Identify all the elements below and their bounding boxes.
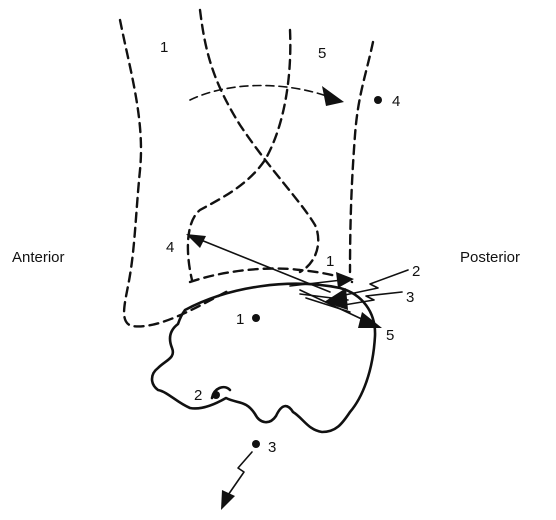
posterior-label: Posterior (460, 249, 520, 266)
label-arrow-4: 4 (166, 239, 174, 256)
label-fibula-5: 5 (318, 45, 326, 62)
label-point-2: 2 (194, 387, 202, 404)
zigzag-arrow-down (226, 452, 252, 498)
talus-dome-dashed (190, 269, 352, 283)
rotation-arrow-head (322, 86, 344, 106)
fibula-outline-crossing-dashed (188, 30, 290, 280)
point-4-dot (374, 96, 382, 104)
label-arrow-1: 1 (326, 253, 334, 270)
anterior-label: Anterior (12, 249, 65, 266)
point-3-dot (252, 440, 260, 448)
label-point-1: 1 (236, 311, 244, 328)
tibia-outline-crossing-dashed (200, 10, 318, 272)
down-arrow-head (221, 490, 235, 510)
label-tibia-1: 1 (160, 39, 168, 56)
point-1-dot (252, 314, 260, 322)
label-point-4: 4 (392, 93, 400, 110)
fibula-outline-right-dashed (350, 42, 373, 272)
label-arrow-2: 2 (412, 263, 420, 280)
rotation-arrow-curve (190, 86, 332, 101)
label-point-3: 3 (268, 439, 276, 456)
arrow-1-head (336, 272, 354, 288)
tibia-outline-left-dashed (120, 20, 230, 326)
point-2-dot (212, 391, 220, 399)
label-arrow-3: 3 (406, 289, 414, 306)
label-arrow-5: 5 (386, 327, 394, 344)
